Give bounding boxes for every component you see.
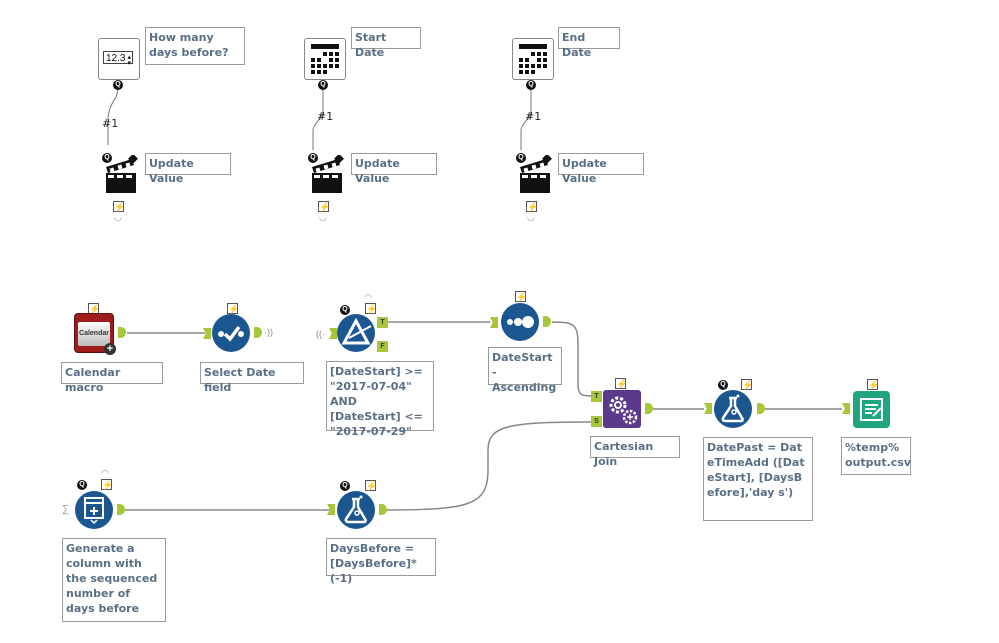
numeric-updown-icon: 12.3▴▾ — [103, 51, 133, 67]
wireless-icon: ·)) — [264, 327, 273, 337]
action-bolt-icon[interactable]: ⚡ — [526, 201, 539, 212]
tool-annotation: How many days before? — [145, 27, 245, 65]
output-anchor[interactable] — [379, 504, 387, 515]
output-anchor[interactable] — [254, 327, 262, 338]
output-anchor[interactable] — [543, 316, 551, 327]
output-data-icon — [860, 398, 883, 421]
tool-annotation: Generate a column with the sequenced num… — [62, 538, 166, 622]
question-anchor-icon[interactable]: Q — [318, 80, 328, 90]
question-anchor-icon[interactable]: Q — [718, 380, 728, 390]
target-anchor[interactable]: T — [591, 391, 602, 402]
tool-annotation: Start Date — [351, 27, 421, 59]
tool-annotation: Calendar macro — [61, 362, 163, 394]
output-anchor[interactable] — [757, 403, 765, 414]
date-picker-icon — [311, 44, 339, 74]
wire-formula-to-join — [385, 421, 593, 511]
filter-triangle-icon — [341, 317, 372, 345]
action-bolt-icon[interactable]: ⚡ — [741, 379, 754, 390]
clapperboard-icon — [520, 153, 552, 193]
plus-icon: + — [104, 343, 116, 355]
wireless-icon: ◠ — [364, 292, 372, 302]
append-fields-gears-icon — [609, 396, 638, 425]
append-fields-tool[interactable] — [603, 390, 641, 428]
end-date-tool[interactable] — [512, 38, 554, 80]
tool-annotation: DaysBefore = [DaysBefore]*(-1) — [326, 538, 436, 585]
output-anchor[interactable] — [645, 403, 653, 414]
output-anchor[interactable] — [117, 504, 125, 515]
action-tool-1[interactable] — [104, 153, 138, 195]
question-anchor-icon[interactable]: Q — [516, 153, 526, 163]
action-tool-2[interactable] — [310, 153, 344, 195]
question-anchor-icon[interactable]: Q — [526, 80, 536, 90]
connection-label: #1 — [317, 110, 334, 123]
question-anchor-icon[interactable]: Q — [340, 481, 350, 491]
connection-label: #1 — [102, 117, 119, 130]
question-anchor-icon[interactable]: Q — [113, 80, 123, 90]
sort-dots-icon — [507, 316, 534, 328]
input-sigma-icon: ∑ — [62, 504, 70, 515]
wireless-icon: ◡ — [527, 212, 535, 222]
tool-annotation: Cartesian Join — [590, 436, 680, 468]
tool-annotation: %temp% output.csv — [841, 437, 911, 475]
numeric-updown-tool[interactable]: 12.3▴▾ — [98, 38, 140, 80]
action-bolt-icon[interactable]: ⚡ — [318, 201, 331, 212]
input-anchor[interactable] — [842, 403, 850, 414]
action-bolt-icon[interactable]: ⚡ — [365, 303, 378, 314]
input-anchor[interactable] — [203, 328, 211, 339]
select-checkmark-icon — [218, 325, 244, 342]
question-anchor-icon[interactable]: Q — [102, 153, 112, 163]
formula-tool[interactable] — [714, 390, 752, 428]
false-anchor[interactable]: F — [377, 341, 388, 352]
question-anchor-icon[interactable]: Q — [340, 305, 350, 315]
output-anchor[interactable] — [118, 327, 126, 338]
action-tool-3[interactable] — [518, 153, 552, 195]
date-picker-icon — [519, 44, 547, 74]
clapperboard-icon — [312, 153, 344, 193]
wireless-icon: ◡ — [319, 212, 327, 222]
formula-flask-icon — [721, 394, 744, 423]
question-anchor-icon[interactable]: Q — [308, 153, 318, 163]
input-anchor[interactable] — [490, 317, 498, 328]
tool-annotation: [DateStart] >= "2017-07-04" AND [DateSta… — [326, 361, 434, 438]
tool-annotation: Update Value — [351, 153, 437, 185]
action-bolt-icon[interactable]: ⚡ — [365, 480, 378, 491]
wireless-icon: ◠ — [101, 468, 109, 478]
input-anchor[interactable] — [329, 328, 337, 339]
select-tool[interactable] — [212, 314, 250, 352]
wireless-icon: ((· — [316, 329, 325, 339]
wireless-icon: ◡ — [114, 212, 122, 222]
clapperboard-icon — [106, 153, 138, 193]
source-anchor[interactable]: S — [591, 416, 602, 427]
filter-tool[interactable] — [337, 314, 375, 352]
action-bolt-icon[interactable]: ⚡ — [101, 479, 114, 490]
output-data-tool[interactable] — [853, 391, 890, 428]
generate-rows-icon — [84, 497, 104, 525]
tool-annotation: Update Value — [558, 153, 644, 185]
tool-annotation: Select Date field — [200, 362, 304, 394]
action-bolt-icon[interactable]: ⚡ — [227, 303, 240, 314]
action-bolt-icon[interactable]: ⚡ — [615, 378, 628, 389]
action-bolt-icon[interactable]: ⚡ — [867, 379, 880, 390]
input-anchor[interactable] — [327, 504, 335, 515]
generate-rows-tool[interactable] — [75, 491, 113, 529]
start-date-tool[interactable] — [304, 38, 346, 80]
true-anchor[interactable]: T — [377, 317, 388, 328]
formula-flask-icon — [344, 495, 367, 524]
input-anchor[interactable] — [704, 403, 712, 414]
action-bolt-icon[interactable]: ⚡ — [113, 201, 126, 212]
formula-tool[interactable] — [337, 491, 375, 529]
action-bolt-icon[interactable]: ⚡ — [515, 291, 528, 302]
tool-annotation: Update Value — [145, 153, 231, 185]
question-anchor-icon[interactable]: Q — [77, 480, 87, 490]
tool-annotation: DateStart - Ascending — [488, 347, 562, 394]
sort-tool[interactable] — [501, 303, 539, 341]
connection-label: #1 — [525, 110, 542, 123]
calendar-macro-tool[interactable]: Calendar + — [74, 313, 116, 355]
tool-annotation: DatePast = DateTimeAdd ([DateStart], [Da… — [703, 437, 813, 521]
tool-annotation: End Date — [558, 27, 620, 59]
